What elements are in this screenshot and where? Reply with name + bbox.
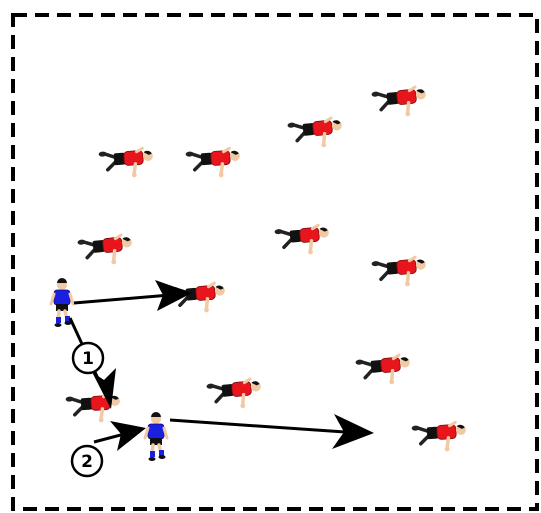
pass-arrow-2-head: [332, 414, 374, 449]
step-marker-1: 1: [71, 341, 105, 375]
red-player: [285, 115, 346, 153]
red-player: [63, 390, 124, 427]
red-player: [75, 232, 136, 270]
red-player: [183, 145, 244, 182]
field-boundary: [11, 13, 539, 511]
pass-arrow-2: [169, 418, 346, 434]
step-label: 2: [81, 452, 93, 472]
red-player: [369, 84, 430, 122]
red-player: [96, 145, 157, 182]
red-player: [369, 254, 430, 292]
pass-arrow-1-head: [155, 280, 192, 311]
run-arrow-2-head: [110, 421, 146, 451]
step-label: 1: [82, 349, 94, 369]
red-player: [409, 419, 470, 456]
red-player: [353, 352, 414, 390]
red-player: [272, 222, 333, 260]
step-marker-2: 2: [70, 444, 104, 478]
blue-player-2: [143, 410, 169, 463]
run-arrow-1-head: [92, 368, 116, 409]
red-player: [204, 376, 265, 414]
